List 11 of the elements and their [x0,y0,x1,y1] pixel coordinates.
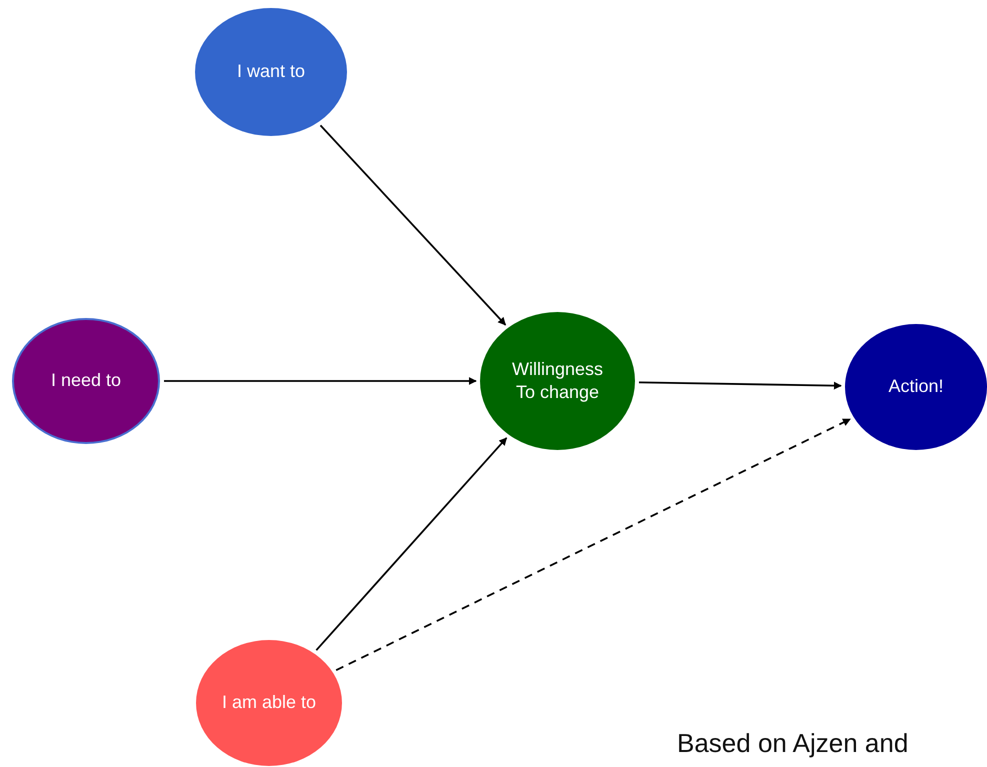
arrow [320,124,506,326]
node-label: Action! [888,375,944,398]
node-label: I want to [236,60,306,84]
arrow [336,418,851,672]
node-label: I am able to [222,691,316,714]
arrow [164,377,477,385]
node-label: I need to [50,369,122,392]
arrow [638,381,842,390]
arrow [316,437,508,651]
source-note: Based on Ajzen and [677,728,908,759]
node-label: Willingness To change [510,358,604,404]
